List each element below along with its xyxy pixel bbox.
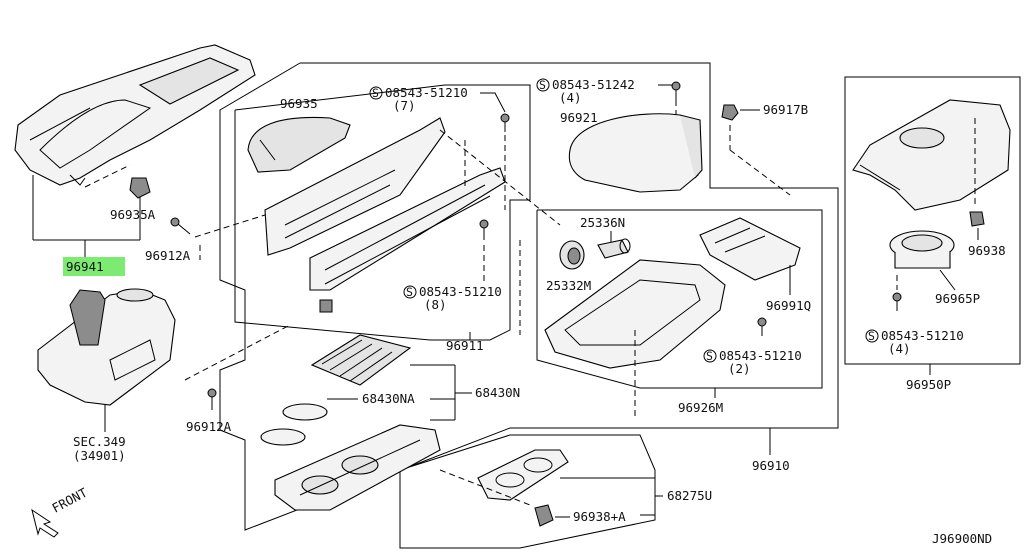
bolt-symbol-8 bbox=[403, 285, 417, 299]
label-96926M[interactable]: 96926M bbox=[678, 400, 723, 415]
bolt-symbol-4b bbox=[865, 329, 879, 343]
label-96935[interactable]: 96935 bbox=[280, 96, 318, 111]
leader-bolt-7 bbox=[480, 92, 506, 113]
part-96991Q-bracket[interactable] bbox=[699, 217, 801, 281]
leader-96965P bbox=[939, 269, 956, 291]
label-96991Q[interactable]: 96991Q bbox=[766, 298, 811, 313]
frame-96926M bbox=[536, 209, 823, 389]
label-96938[interactable]: 96938 bbox=[968, 243, 1006, 258]
label-96912A-top[interactable]: 96912A bbox=[145, 248, 191, 263]
part-sec349-shifter[interactable] bbox=[37, 288, 176, 406]
part-96917B-nut[interactable] bbox=[721, 104, 739, 121]
part-bolt-7[interactable] bbox=[500, 113, 510, 132]
dash-68275U bbox=[439, 469, 531, 506]
label-68275U[interactable]: 68275U bbox=[667, 488, 712, 503]
label-25336N[interactable]: 25336N bbox=[580, 215, 625, 230]
label-96911[interactable]: 96911 bbox=[446, 338, 484, 353]
label-bolt-7[interactable]: 08543-51210 bbox=[385, 85, 468, 100]
part-bolt-2[interactable] bbox=[757, 317, 767, 336]
part-96950P-armrest[interactable] bbox=[852, 99, 1011, 211]
label-96910[interactable]: 96910 bbox=[752, 458, 790, 473]
part-bolt-8[interactable] bbox=[479, 219, 489, 240]
part-96965P-speaker[interactable] bbox=[889, 230, 955, 269]
bolt-symbol-4a-text: S bbox=[539, 78, 546, 92]
label-96941[interactable]: 96941 bbox=[66, 259, 104, 274]
label-bolt-4b-qty: (4) bbox=[888, 341, 911, 356]
dash-96935A bbox=[84, 164, 131, 188]
bolt-symbol-4a bbox=[536, 78, 550, 92]
label-bolt-7-qty: (7) bbox=[393, 98, 416, 113]
label-96938A[interactable]: 96938+A bbox=[573, 509, 626, 524]
bolt-symbol-4b-text: S bbox=[868, 329, 875, 343]
part-96926M-tray[interactable] bbox=[544, 259, 726, 369]
label-bolt-4a-qty: (4) bbox=[559, 90, 582, 105]
label-96921[interactable]: 96921 bbox=[560, 110, 598, 125]
label-sec349[interactable]: SEC.349 bbox=[73, 434, 126, 449]
part-96935A-clip[interactable] bbox=[129, 177, 151, 199]
bolt-symbol-8-text: S bbox=[406, 285, 413, 299]
part-96938-clip[interactable] bbox=[969, 211, 985, 227]
part-25336N-socket[interactable] bbox=[597, 238, 631, 259]
part-68275U-insert[interactable] bbox=[477, 449, 569, 501]
part-96941-trim[interactable] bbox=[14, 44, 256, 186]
part-96912A-screw-bottom[interactable] bbox=[207, 388, 217, 410]
dash-96912A-bottom bbox=[184, 324, 291, 381]
dash-96917B-b bbox=[729, 149, 791, 196]
frame-96950P bbox=[844, 76, 1021, 365]
label-front: FRONT bbox=[49, 485, 90, 516]
part-68430-mat[interactable] bbox=[310, 334, 412, 386]
frame-96910 bbox=[219, 62, 839, 531]
part-bolt-4a[interactable] bbox=[671, 81, 681, 100]
bolt-symbol-2-text: S bbox=[706, 349, 713, 363]
part-68430N-cupholder[interactable] bbox=[274, 424, 441, 511]
part-bolt-4b[interactable] bbox=[892, 292, 902, 311]
diagram-code: J96900ND bbox=[932, 531, 992, 546]
part-25332M-socket[interactable] bbox=[559, 240, 585, 270]
bolt-symbol-7-text: S bbox=[372, 86, 379, 100]
label-25332M[interactable]: 25332M bbox=[546, 278, 591, 293]
label-96950P[interactable]: 96950P bbox=[906, 377, 951, 392]
label-bolt-8-qty: (8) bbox=[424, 297, 447, 312]
dash-connector-a bbox=[439, 129, 561, 226]
front-arrow-icon bbox=[31, 508, 59, 538]
label-96912A-bottom[interactable]: 96912A bbox=[186, 419, 232, 434]
label-68430NA[interactable]: 68430NA bbox=[362, 391, 415, 406]
part-96938A-clip[interactable] bbox=[534, 504, 554, 527]
part-96935-lid[interactable] bbox=[247, 116, 351, 173]
label-bolt-4b[interactable]: 08543-51210 bbox=[881, 328, 964, 343]
bolt-symbol-7 bbox=[369, 86, 383, 100]
frame-96911 bbox=[234, 84, 531, 341]
part-68430NA-rings[interactable] bbox=[260, 403, 328, 446]
dash-96912A-top bbox=[194, 214, 266, 238]
highlight-96941 bbox=[63, 257, 125, 276]
bolt-symbol-2 bbox=[703, 349, 717, 363]
label-96917B[interactable]: 96917B bbox=[763, 102, 808, 117]
part-96921-armrest[interactable] bbox=[568, 113, 703, 193]
label-bolt-8[interactable]: 08543-51210 bbox=[419, 284, 502, 299]
label-96965P[interactable]: 96965P bbox=[935, 291, 980, 306]
label-68430N[interactable]: 68430N bbox=[475, 385, 520, 400]
part-96912A-screw-top[interactable] bbox=[170, 217, 191, 235]
label-96935A[interactable]: 96935A bbox=[110, 207, 156, 222]
frame-68275U bbox=[399, 434, 656, 549]
label-sec349-sub: (34901) bbox=[73, 448, 126, 463]
label-bolt-4a[interactable]: 08543-51242 bbox=[552, 77, 635, 92]
label-bolt-2[interactable]: 08543-51210 bbox=[719, 348, 802, 363]
label-bolt-2-qty: (2) bbox=[728, 361, 751, 376]
